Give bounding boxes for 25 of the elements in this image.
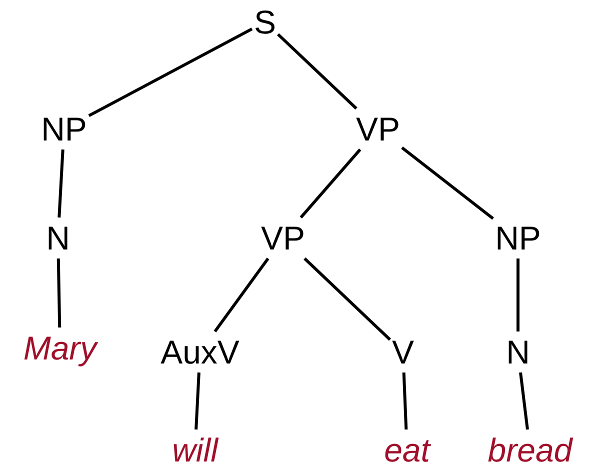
category-label: VP — [260, 220, 306, 256]
category-label: S — [254, 4, 276, 40]
category-label: N — [46, 220, 70, 256]
tree-branch — [58, 149, 64, 218]
category-label: N — [506, 334, 530, 370]
tree-branch — [300, 148, 362, 218]
tree-branch — [214, 258, 270, 332]
tree-branch — [88, 28, 253, 118]
tree-branch — [276, 33, 358, 110]
category-label: AuxV — [160, 334, 240, 370]
tree-branch — [304, 257, 392, 341]
tree-branch — [402, 372, 408, 430]
tree-branch — [194, 372, 200, 430]
tree-branch — [516, 258, 520, 332]
category-label: V — [392, 334, 414, 370]
word-label: Mary — [23, 330, 97, 366]
tree-branch — [519, 372, 529, 430]
word-label: bread — [488, 432, 572, 468]
category-label: NP — [41, 110, 87, 148]
word-label: eat — [384, 432, 430, 468]
tree-branch — [401, 146, 494, 220]
tree-branch — [56, 258, 62, 328]
category-label: VP — [356, 110, 400, 148]
category-label: NP — [495, 220, 541, 256]
word-label: will — [172, 432, 218, 468]
